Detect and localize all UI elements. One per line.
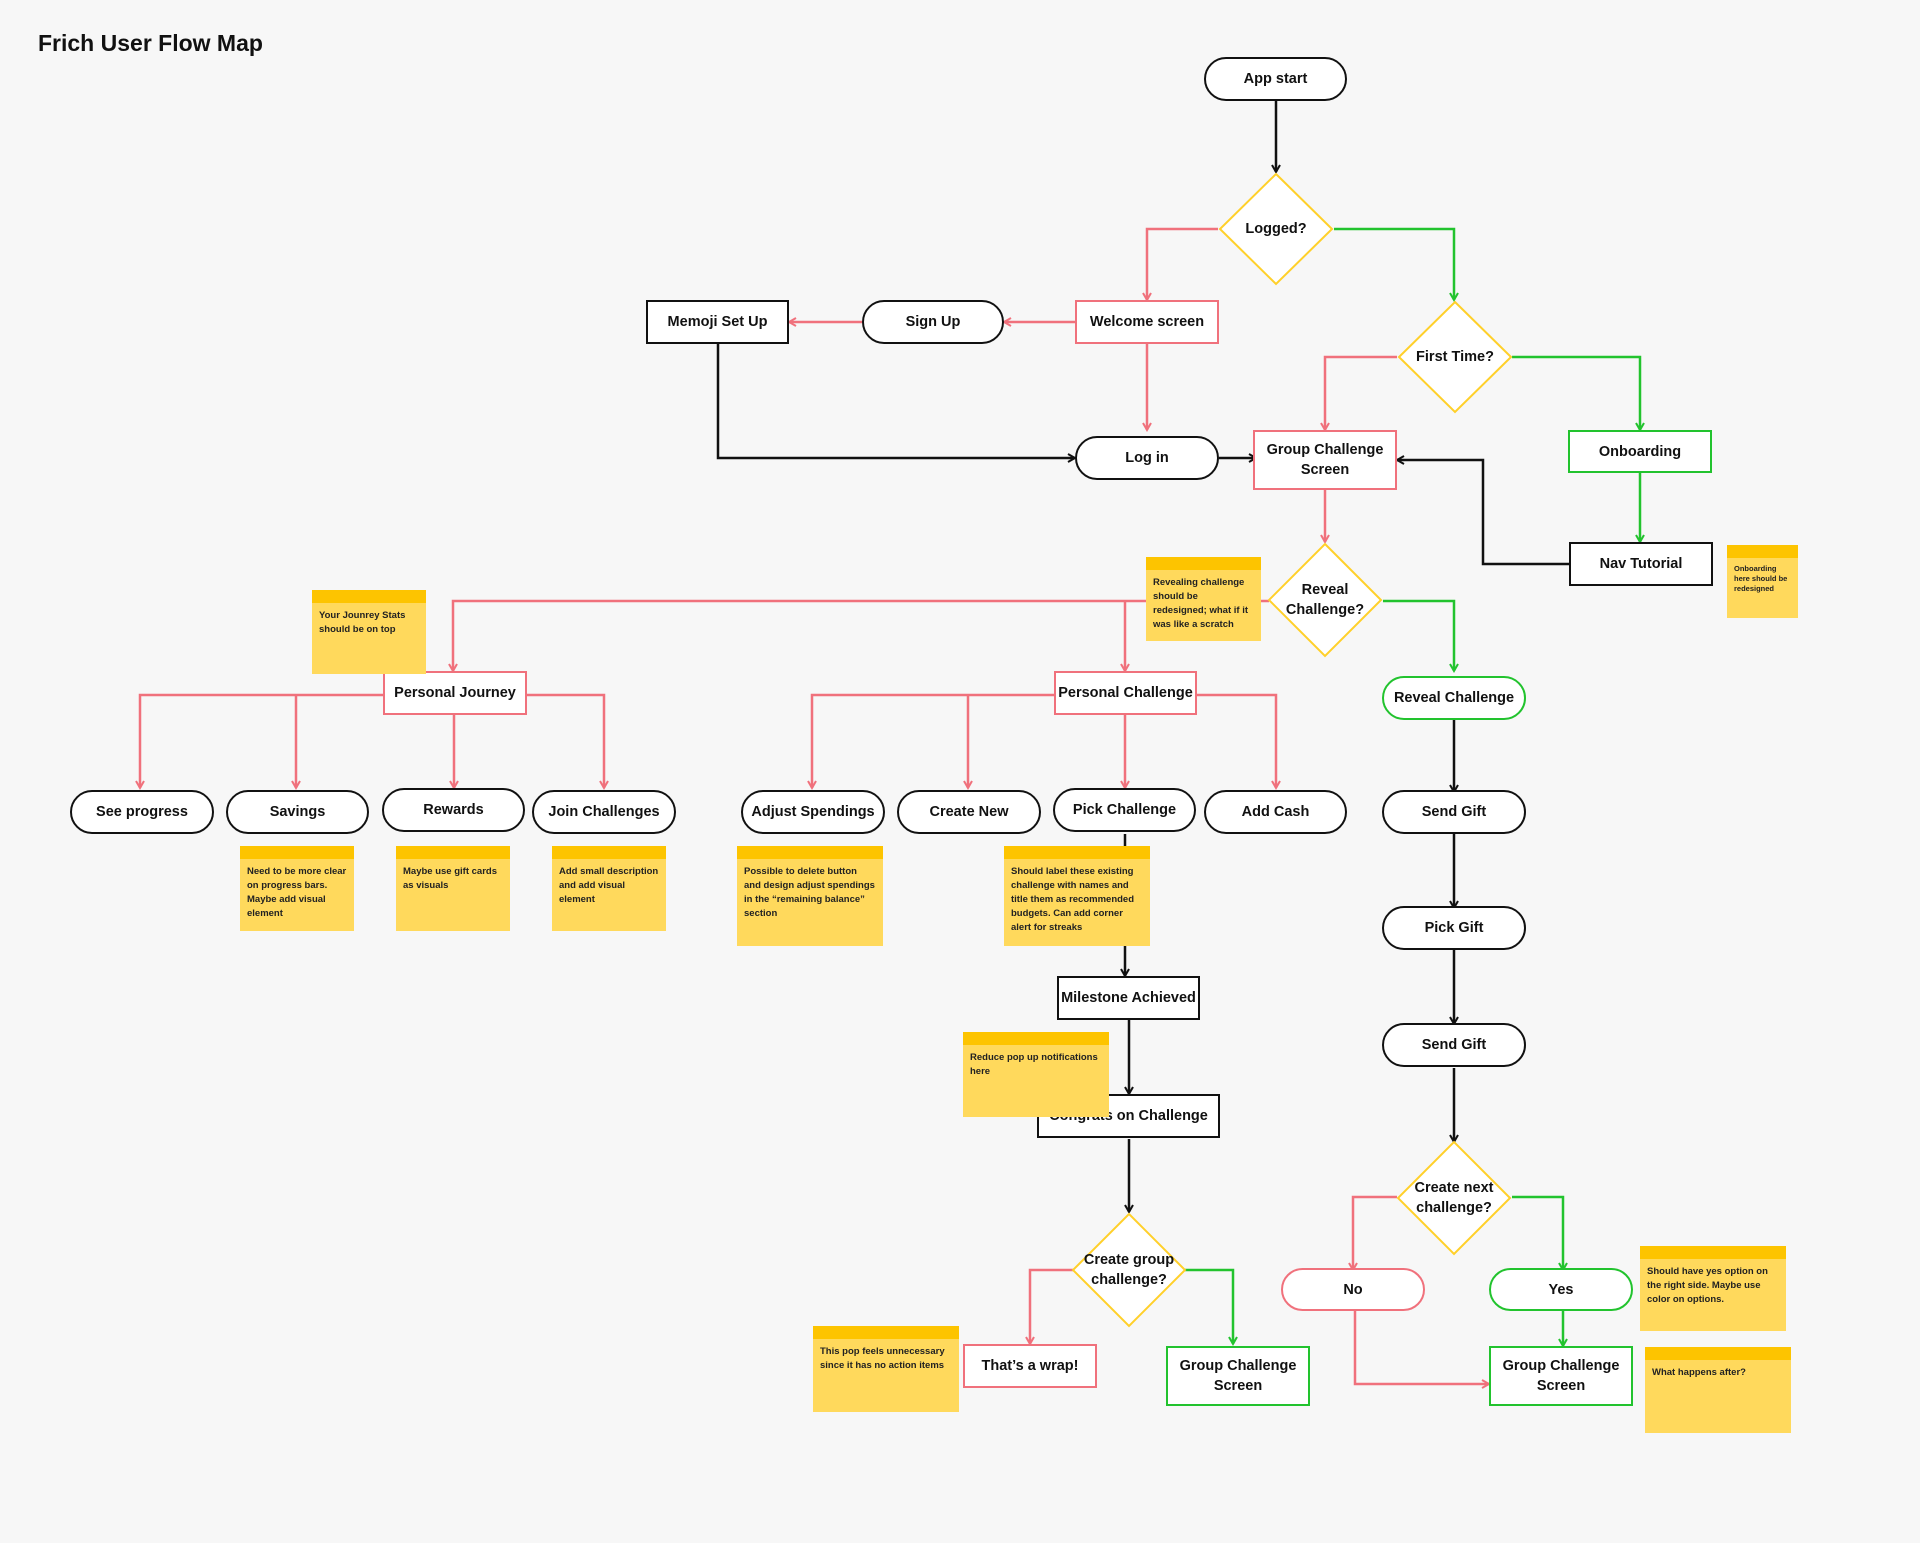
node-onboarding[interactable]: Onboarding <box>1568 430 1712 473</box>
node-send-gift-second[interactable]: Send Gift <box>1382 1023 1526 1067</box>
connector-next-decision-no <box>1353 1195 1397 1270</box>
connector-no-to-group-challenge <box>1353 1311 1489 1384</box>
sticky-note-unnecessary-pop: This pop feels unnecessary since it has … <box>813 1326 959 1412</box>
node-pick-gift[interactable]: Pick Gift <box>1382 906 1526 950</box>
node-group-challenge-screen[interactable]: Group Challenge Screen <box>1253 430 1397 490</box>
connector-reveal-yes <box>1383 599 1454 671</box>
connector-first-time-yes <box>1325 355 1397 430</box>
decision-logged-label: Logged? <box>1245 221 1307 237</box>
node-group-challenge-screen-right[interactable]: Group Challenge Screen <box>1489 1346 1633 1406</box>
node-milestone-achieved[interactable]: Milestone Achieved <box>1057 976 1200 1020</box>
connector-journey-to-join <box>526 693 604 788</box>
sticky-note-journey-stats: Your Jounrey Stats should be on top <box>312 590 426 674</box>
node-yes[interactable]: Yes <box>1489 1268 1633 1311</box>
connector-reveal-to-personal-journey <box>453 599 1269 671</box>
sticky-note-gift-cards: Maybe use gift cards as visuals <box>396 846 510 931</box>
node-join-challenges[interactable]: Join Challenges <box>532 790 676 834</box>
node-savings[interactable]: Savings <box>226 790 369 834</box>
diagram-title: Frich User Flow Map <box>38 30 263 56</box>
decision-create-next-challenge[interactable]: Create next challenge? <box>1396 1140 1512 1256</box>
connector-memoji-to-login <box>716 344 1075 458</box>
node-no[interactable]: No <box>1281 1268 1425 1311</box>
sticky-note-pop-up: Reduce pop up notifications here <box>963 1032 1109 1117</box>
node-group-challenge-screen-left[interactable]: Group Challenge Screen <box>1166 1346 1310 1406</box>
decision-reveal-challenge[interactable]: Reveal Challenge? <box>1267 542 1383 658</box>
decision-first-time-label: First Time? <box>1416 349 1494 365</box>
connector-challenge-to-add-cash <box>1196 693 1276 788</box>
decision-create-next-challenge-label: Create next challenge? <box>1414 1180 1494 1216</box>
sticky-note-yes-right: Should have yes option on the right side… <box>1640 1246 1786 1331</box>
node-sign-up[interactable]: Sign Up <box>862 300 1004 344</box>
connector-first-time-no <box>1512 355 1640 430</box>
sticky-note-onboarding: Onboarding here should be redesigned <box>1727 545 1798 618</box>
sticky-note-join-description: Add small description and add visual ele… <box>552 846 666 931</box>
sticky-note-label-challenges: Should label these existing challenge wi… <box>1004 846 1150 946</box>
connector-next-decision-yes <box>1512 1195 1563 1270</box>
node-memoji-set-up[interactable]: Memoji Set Up <box>646 300 789 344</box>
decision-first-time[interactable]: First Time? <box>1397 300 1513 414</box>
node-log-in[interactable]: Log in <box>1075 436 1219 480</box>
connector-group-decision-no <box>1030 1268 1073 1344</box>
sticky-note-progress-bars: Need to be more clear on progress bars. … <box>240 846 354 931</box>
connector-logged-yes <box>1334 227 1454 300</box>
node-send-gift-first[interactable]: Send Gift <box>1382 790 1526 834</box>
node-add-cash[interactable]: Add Cash <box>1204 790 1347 834</box>
decision-create-group-challenge-label: Create group challenge? <box>1083 1252 1175 1288</box>
node-nav-tutorial[interactable]: Nav Tutorial <box>1569 542 1713 586</box>
node-rewards[interactable]: Rewards <box>382 788 525 832</box>
node-reveal-challenge[interactable]: Reveal Challenge <box>1382 676 1526 720</box>
sticky-note-delete-button: Possible to delete button and design adj… <box>737 846 883 946</box>
node-create-new[interactable]: Create New <box>897 790 1041 834</box>
node-pick-challenge[interactable]: Pick Challenge <box>1053 788 1196 832</box>
connector-nav-tutorial-to-group-challenge <box>1397 460 1569 566</box>
node-personal-challenge[interactable]: Personal Challenge <box>1054 671 1197 715</box>
node-app-start[interactable]: App start <box>1204 57 1347 101</box>
connector-challenge-to-adjust <box>812 693 1054 788</box>
connector-group-decision-yes <box>1185 1268 1233 1344</box>
sticky-note-what-happens: What happens after? <box>1645 1347 1791 1433</box>
node-personal-journey[interactable]: Personal Journey <box>383 671 527 715</box>
node-adjust-spendings[interactable]: Adjust Spendings <box>741 790 885 834</box>
sticky-note-reveal-redesign: Revealing challenge should be redesigned… <box>1146 557 1261 641</box>
node-welcome-screen[interactable]: Welcome screen <box>1075 300 1219 344</box>
node-see-progress[interactable]: See progress <box>70 790 214 834</box>
connector-logged-no <box>1147 227 1218 300</box>
decision-create-group-challenge[interactable]: Create group challenge? <box>1071 1212 1187 1328</box>
decision-logged[interactable]: Logged? <box>1218 172 1334 286</box>
decision-reveal-challenge-label: Reveal Challenge? <box>1285 582 1365 618</box>
node-thats-a-wrap[interactable]: That’s a wrap! <box>963 1344 1097 1388</box>
connector-journey-to-progress <box>140 693 384 788</box>
